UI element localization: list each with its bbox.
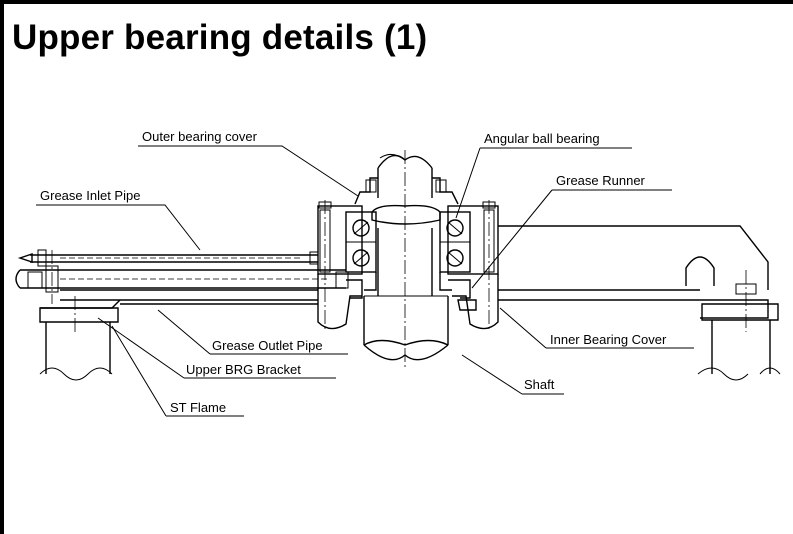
label-grease-inlet-pipe: Grease Inlet Pipe <box>40 188 140 203</box>
st-flame-right <box>697 303 781 381</box>
st-flame-left <box>39 296 119 381</box>
grease-runner <box>346 272 477 311</box>
page-title: Upper bearing details (1) <box>12 18 428 57</box>
grease-inlet-pipe <box>17 249 319 267</box>
upper-brg-bracket-left <box>40 289 318 309</box>
upper-brg-bracket-right <box>498 225 769 332</box>
label-st-flame: ST Flame <box>170 400 226 415</box>
outer-bearing-cover <box>354 177 459 225</box>
label-angular-ball-bearing: Angular ball bearing <box>484 131 600 146</box>
label-inner-bearing-cover: Inner Bearing Cover <box>550 332 667 347</box>
bearing-housing <box>317 200 499 330</box>
leader-lines <box>36 145 694 417</box>
label-grease-outlet-pipe: Grease Outlet Pipe <box>212 338 323 353</box>
angular-ball-bearing <box>345 211 471 273</box>
label-shaft: Shaft <box>524 377 555 392</box>
label-upper-brg-bracket: Upper BRG Bracket <box>186 362 301 377</box>
label-grease-runner: Grease Runner <box>556 173 646 188</box>
grease-outlet-pipe <box>15 250 349 304</box>
label-outer-bearing-cover: Outer bearing cover <box>142 129 258 144</box>
shaft-body <box>363 150 449 370</box>
